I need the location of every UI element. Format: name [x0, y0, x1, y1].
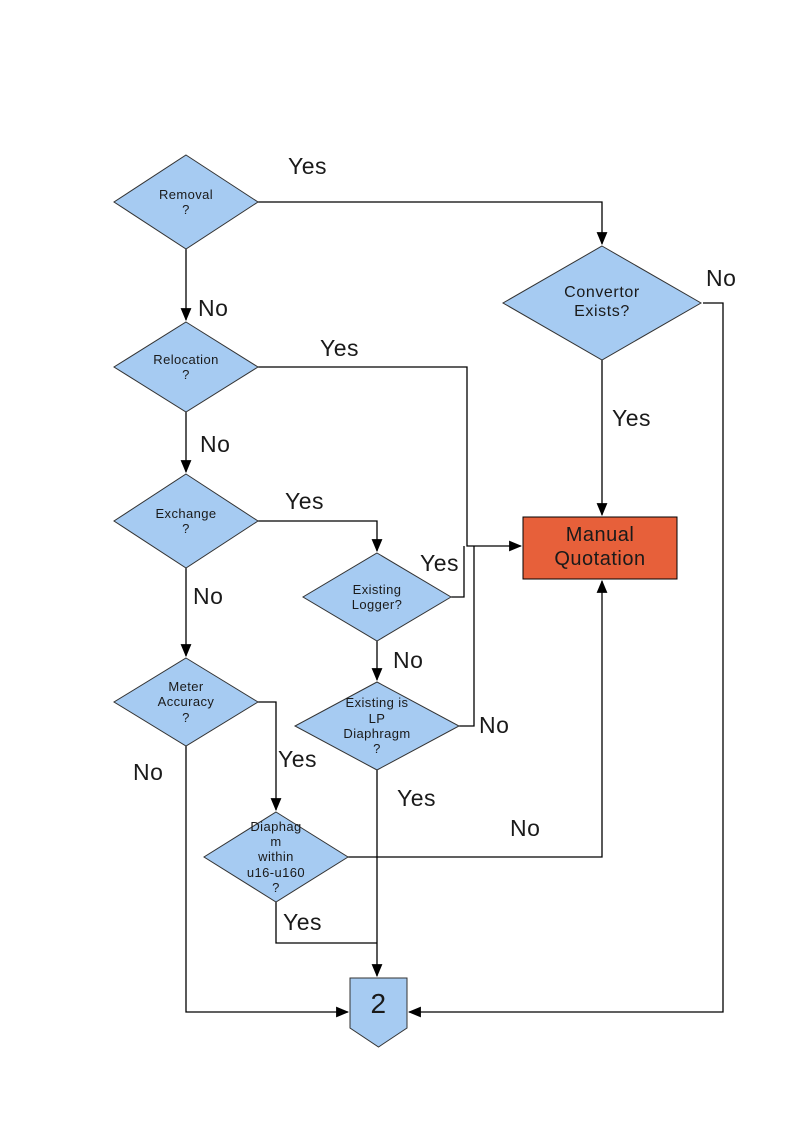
edges — [180, 201, 724, 1018]
node-offpage-connector — [349, 977, 408, 1048]
node-removal-diamond — [113, 154, 259, 250]
node-diaphragm-range-diamond — [203, 811, 349, 903]
node-convertor-diamond — [501, 245, 703, 361]
edge-removal-yes — [258, 201, 608, 246]
edge-diaphragm-yes — [275, 902, 377, 944]
edge-diaphragm-no — [348, 579, 608, 858]
node-relocation-diamond — [113, 321, 259, 413]
nodes — [113, 154, 703, 1048]
node-exchange-diamond — [113, 473, 259, 569]
node-meter-accuracy-diamond — [113, 657, 259, 747]
edge-relocation-yes — [258, 366, 523, 552]
edge-meter-yes — [258, 701, 282, 812]
edge-convertor-no — [407, 302, 724, 1018]
edge-exchange-yes — [258, 520, 383, 553]
node-manual-quotation-box — [522, 516, 678, 580]
node-existing-logger-diamond — [302, 552, 452, 642]
edge-lp-no — [459, 546, 475, 727]
node-lp-diaphragm-diamond — [293, 681, 461, 771]
edge-logger-yes — [451, 546, 465, 598]
edge-meter-no — [185, 746, 350, 1018]
